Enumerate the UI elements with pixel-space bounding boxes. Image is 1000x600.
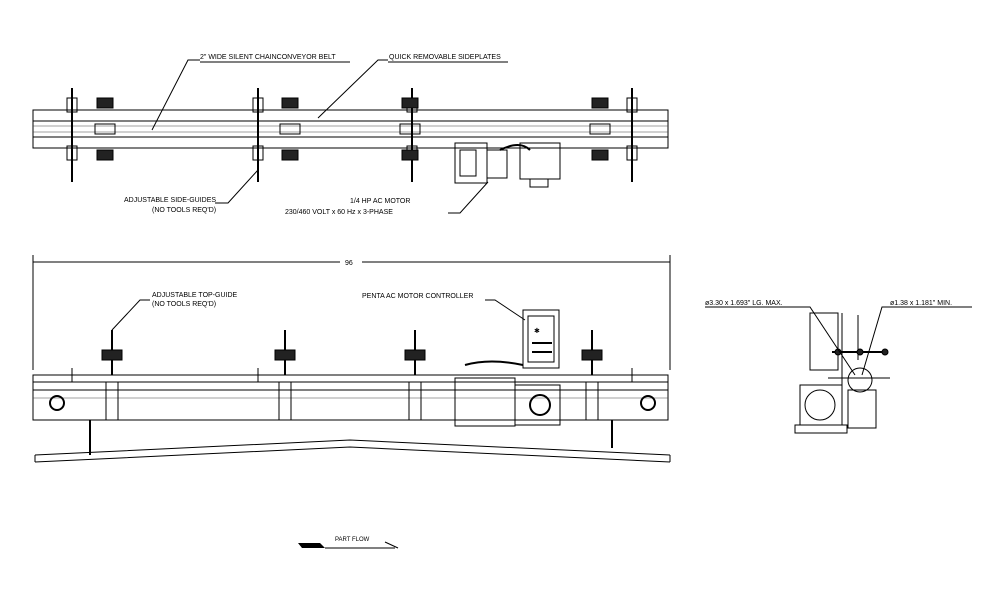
side-guide-clamp [589, 97, 611, 161]
top-guide-label: ADJUSTABLE TOP-GUIDE [152, 292, 238, 299]
belt-label: 2" WIDE SILENT CHAINCONVEYOR BELT [200, 54, 336, 61]
side-guide-post [626, 88, 638, 182]
top-view: 2" WIDE SILENT CHAINCONVEYOR BELT QUICK … [32, 54, 669, 216]
side-guide-post [252, 88, 264, 182]
top-guide-post [581, 330, 603, 421]
motor-label: 1/4 HP AC MOTOR [350, 198, 410, 205]
side-guide-clamp [279, 97, 301, 161]
side-guides-label: ADJUSTABLE SIDE-GUIDES [124, 197, 216, 204]
shaft-min-label: ø1.38 x 1.181" MIN. [890, 300, 952, 307]
flow-arrow-tail-icon [298, 543, 325, 548]
side-guides-note: (NO TOOLS REQ'D) [152, 207, 216, 214]
flow-arrow-head-icon [384, 541, 399, 549]
side-guide-clamp [399, 97, 421, 161]
sideplates-label: QUICK REMOVABLE SIDEPLATES [389, 54, 501, 61]
side-guide-post [66, 88, 78, 182]
length-dimension: 96 [345, 260, 353, 267]
controller-logo-icon: ✱ [534, 327, 540, 335]
controller-label: PENTA AC MOTOR CONTROLLER [362, 293, 473, 300]
top-guide-post [101, 330, 123, 421]
part-flow-indicator: PART FLOW [298, 537, 399, 549]
top-guide-note: (NO TOOLS REQ'D) [152, 301, 216, 308]
shaft-max-label: ø3.30 x 1.693" LG. MAX. [705, 300, 783, 307]
top-guide-post [404, 330, 426, 421]
top-guide-post [274, 330, 296, 421]
side-view: 96 ✱ ADJUSTABLE TOP-GUIDE (NO TOOLS REQ'… [32, 255, 671, 463]
part-flow-label: PART FLOW [335, 537, 370, 543]
side-guide-clamp [94, 97, 116, 161]
end-view: ø3.30 x 1.693" LG. MAX. ø1.38 x 1.181" M… [705, 300, 972, 434]
motor-spec: 230/460 VOLT x 60 Hz x 3-PHASE [285, 209, 393, 216]
